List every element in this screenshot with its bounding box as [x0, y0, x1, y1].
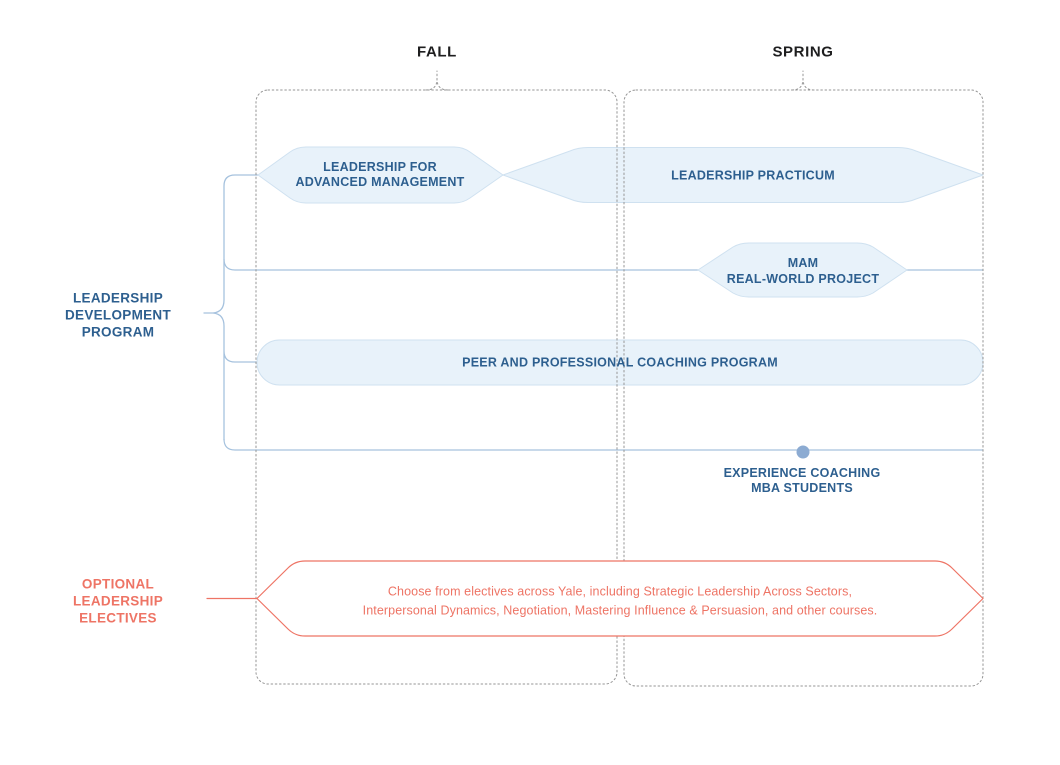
lam-node-label: LEADERSHIP FOR ADVANCED MANAGEMENT	[295, 160, 465, 189]
electives-node-text: Choose from electives across Yale, inclu…	[362, 584, 878, 618]
experience-node-label: EXPERIENCE COACHING MBA STUDENTS	[723, 466, 881, 495]
spring-box-pointer	[791, 70, 815, 91]
experience-dot	[796, 445, 810, 459]
mam-row-line	[223, 258, 983, 271]
mam-node-shape	[697, 242, 908, 298]
spring-column-label: SPRING	[772, 43, 834, 61]
program-bracket	[203, 174, 259, 441]
fall-column-label: FALL	[417, 43, 457, 61]
program-group-label: LEADERSHIP DEVELOPMENT PROGRAM	[64, 290, 172, 340]
fall-semester-box	[255, 89, 618, 685]
electives-group-label: OPTIONAL LEADERSHIP ELECTIVES	[72, 576, 164, 626]
practicum-node-label: LEADERSHIP PRACTICUM	[671, 168, 835, 183]
coaching-node-label: PEER AND PROFESSIONAL COACHING PROGRAM	[462, 355, 778, 370]
mam-node-label: MAM REAL-WORLD PROJECT	[726, 256, 880, 286]
practicum-node-shape	[502, 147, 984, 203]
experience-row-line	[223, 438, 983, 451]
electives-node-shape	[256, 560, 984, 637]
spring-semester-box	[623, 89, 984, 687]
fall-box-pointer	[425, 70, 449, 91]
